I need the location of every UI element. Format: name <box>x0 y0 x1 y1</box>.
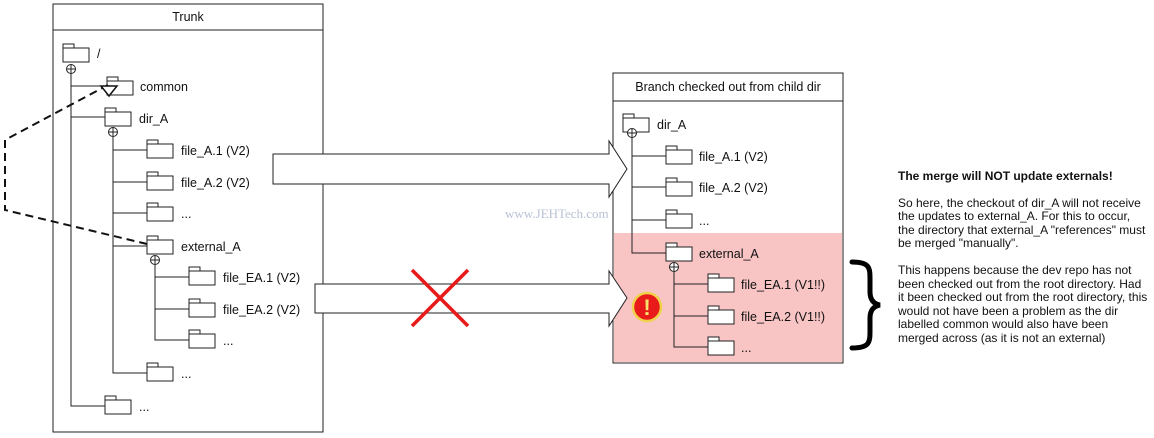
trunk-file-ea2-label: file_EA.2 (V2) <box>223 303 300 317</box>
trunk-file-a1-label: file_A.1 (V2) <box>181 144 250 158</box>
trunk-root-label: / <box>97 47 101 61</box>
branch-dir-a-expand-icon[interactable] <box>627 128 637 138</box>
trunk-file-a2-label: file_A.2 (V2) <box>181 176 250 190</box>
merge-arrow-dir-a <box>272 139 628 199</box>
trunk-external-a-expand-icon[interactable] <box>150 255 160 265</box>
branch-external-a-label: external_A <box>699 247 759 261</box>
trunk-common-label: common <box>140 80 188 94</box>
merge-arrow-external <box>314 269 628 328</box>
curly-brace-icon <box>849 259 881 351</box>
trunk-file-ea1-label: file_EA.1 (V2) <box>223 271 300 285</box>
trunk-dir-a-label: dir_A <box>139 112 169 126</box>
branch-file-a2-label: file_A.2 (V2) <box>699 181 768 195</box>
watermark: www.JEHTech.com <box>505 206 609 221</box>
note-paragraph-1: So here, the checkout of dir_A will not … <box>898 195 1146 251</box>
trunk-root-more-label: ... <box>139 400 149 414</box>
warning-symbol: ! <box>643 295 650 320</box>
external-reference-arrow <box>4 84 148 245</box>
trunk-tree-lines <box>70 74 189 407</box>
branch-ext-more-label: ... <box>741 341 751 355</box>
trunk-root-expand-icon[interactable] <box>66 64 76 74</box>
note-paragraph-2: This happens because the dev repo has no… <box>898 262 1148 345</box>
branch-file-ea2-label: file_EA.2 (V1!!) <box>741 310 825 324</box>
branch-dir-a-label: dir_A <box>657 118 687 132</box>
branch-file-ea1-label: file_EA.1 (V1!!) <box>741 278 825 292</box>
trunk-dir-a-more2-label: ... <box>181 367 191 381</box>
trunk-box: Trunk <box>52 3 324 433</box>
trunk-external-a-label: external_A <box>181 240 241 254</box>
note-heading: The merge will NOT update externals! <box>898 169 1113 183</box>
blocked-merge-cross-icon <box>410 268 470 328</box>
branch-title: Branch checked out from child dir <box>635 80 821 94</box>
branch-file-a1-label: file_A.1 (V2) <box>699 150 768 164</box>
warning-icon: ! <box>631 291 663 323</box>
explanation-note: The merge will NOT update externals! So … <box>898 169 1150 346</box>
trunk-dir-a-expand-icon[interactable] <box>108 127 118 137</box>
branch-tree-lines <box>631 137 708 348</box>
branch-external-a-expand-icon[interactable] <box>669 262 679 272</box>
trunk-title: Trunk <box>172 10 204 24</box>
trunk-ext-more-label: ... <box>223 334 233 348</box>
trunk-dir-a-more-label: ... <box>181 207 191 221</box>
branch-dir-a-more-label: ... <box>699 214 709 228</box>
